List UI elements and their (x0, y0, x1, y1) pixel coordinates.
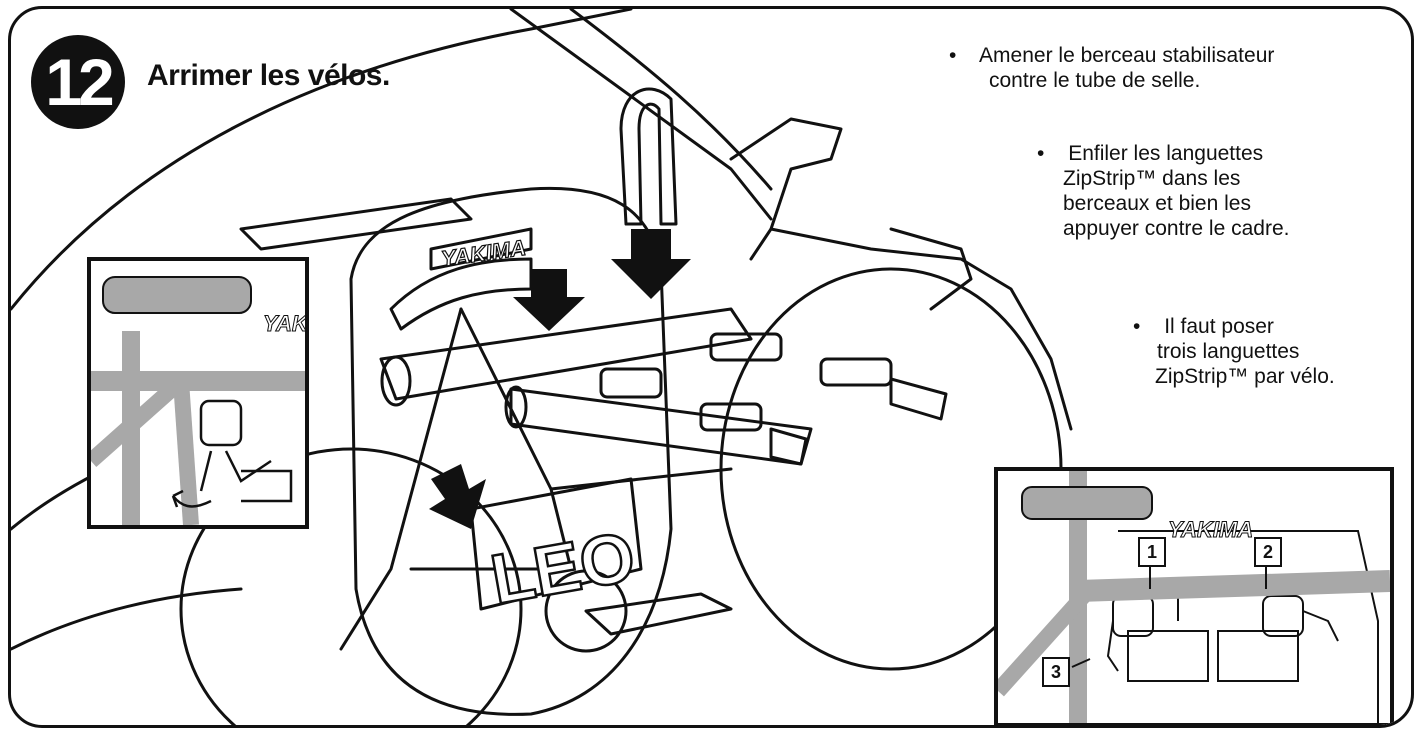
instruction-3-line-2: trois languettes (1157, 340, 1300, 363)
down-arrow-1 (611, 229, 691, 299)
instruction-2-line-1: Enfiler les languettes (1068, 142, 1264, 165)
inset-right-seat-tube (1021, 486, 1153, 520)
instruction-2-line-2: ZipStrip™ dans les (1063, 167, 1241, 190)
bike-front-wheel (179, 447, 523, 725)
down-arrow-3 (429, 464, 486, 529)
instruction-1: • Amener le berceau stabilisateur contre… (949, 43, 1369, 93)
rack-arm-lower (509, 387, 813, 466)
rack-arm-upper (379, 307, 753, 401)
inset-left-logo: YAK (263, 311, 305, 336)
callout-3: 3 (1042, 657, 1070, 687)
instruction-1-line-2: contre le tube de selle. (989, 69, 1201, 92)
inset-stabilizer-closeup: YAK (87, 257, 309, 529)
bullet-icon: • (1037, 142, 1045, 165)
inset-zipstrip-positions: YAKIMA 1 2 3 (994, 467, 1394, 725)
crank-ring (544, 569, 628, 653)
zipstrip-strap (619, 87, 678, 226)
bullet-icon: • (1133, 315, 1141, 338)
instruction-3-line-1: Il faut poser (1164, 315, 1274, 338)
inset-left-drawing: YAK (91, 276, 305, 525)
bullet-icon: • (949, 44, 957, 67)
instruction-2-line-3: berceaux et bien les (1063, 192, 1251, 215)
instruction-2: • Enfiler les languettes ZipStrip™ dans … (1037, 141, 1362, 241)
diagram-frame: YAKIMA LEO 12 Arrimer les vélos. • Amene… (8, 6, 1414, 728)
instruction-1-line-1: Amener le berceau stabilisateur (979, 44, 1275, 67)
bike-rack-illustration: YAKIMA LEO (11, 9, 1073, 725)
instruction-3-line-3: ZipStrip™ par vélo. (1155, 365, 1335, 388)
inset-right-logo: YAKIMA (1168, 517, 1253, 542)
license-plate-text: LEO (485, 517, 640, 619)
rack-logo: YAKIMA (440, 235, 528, 272)
step-number-badge: 12 (31, 35, 125, 129)
inset-right-drawing: YAKIMA (998, 471, 1390, 723)
down-arrow-2 (513, 269, 585, 331)
car-trunk-outline (11, 9, 633, 311)
bike-frame (339, 307, 733, 651)
inset-left-seat-tube (102, 276, 252, 314)
callout-1: 1 (1138, 537, 1166, 567)
instruction-3: • Il faut poser trois languettes ZipStri… (1133, 314, 1393, 389)
step-title: Arrimer les vélos. (147, 59, 390, 92)
callout-2: 2 (1254, 537, 1282, 567)
rack-frame (349, 186, 673, 716)
instruction-2-line-4: appuyer contre le cadre. (1063, 217, 1290, 240)
